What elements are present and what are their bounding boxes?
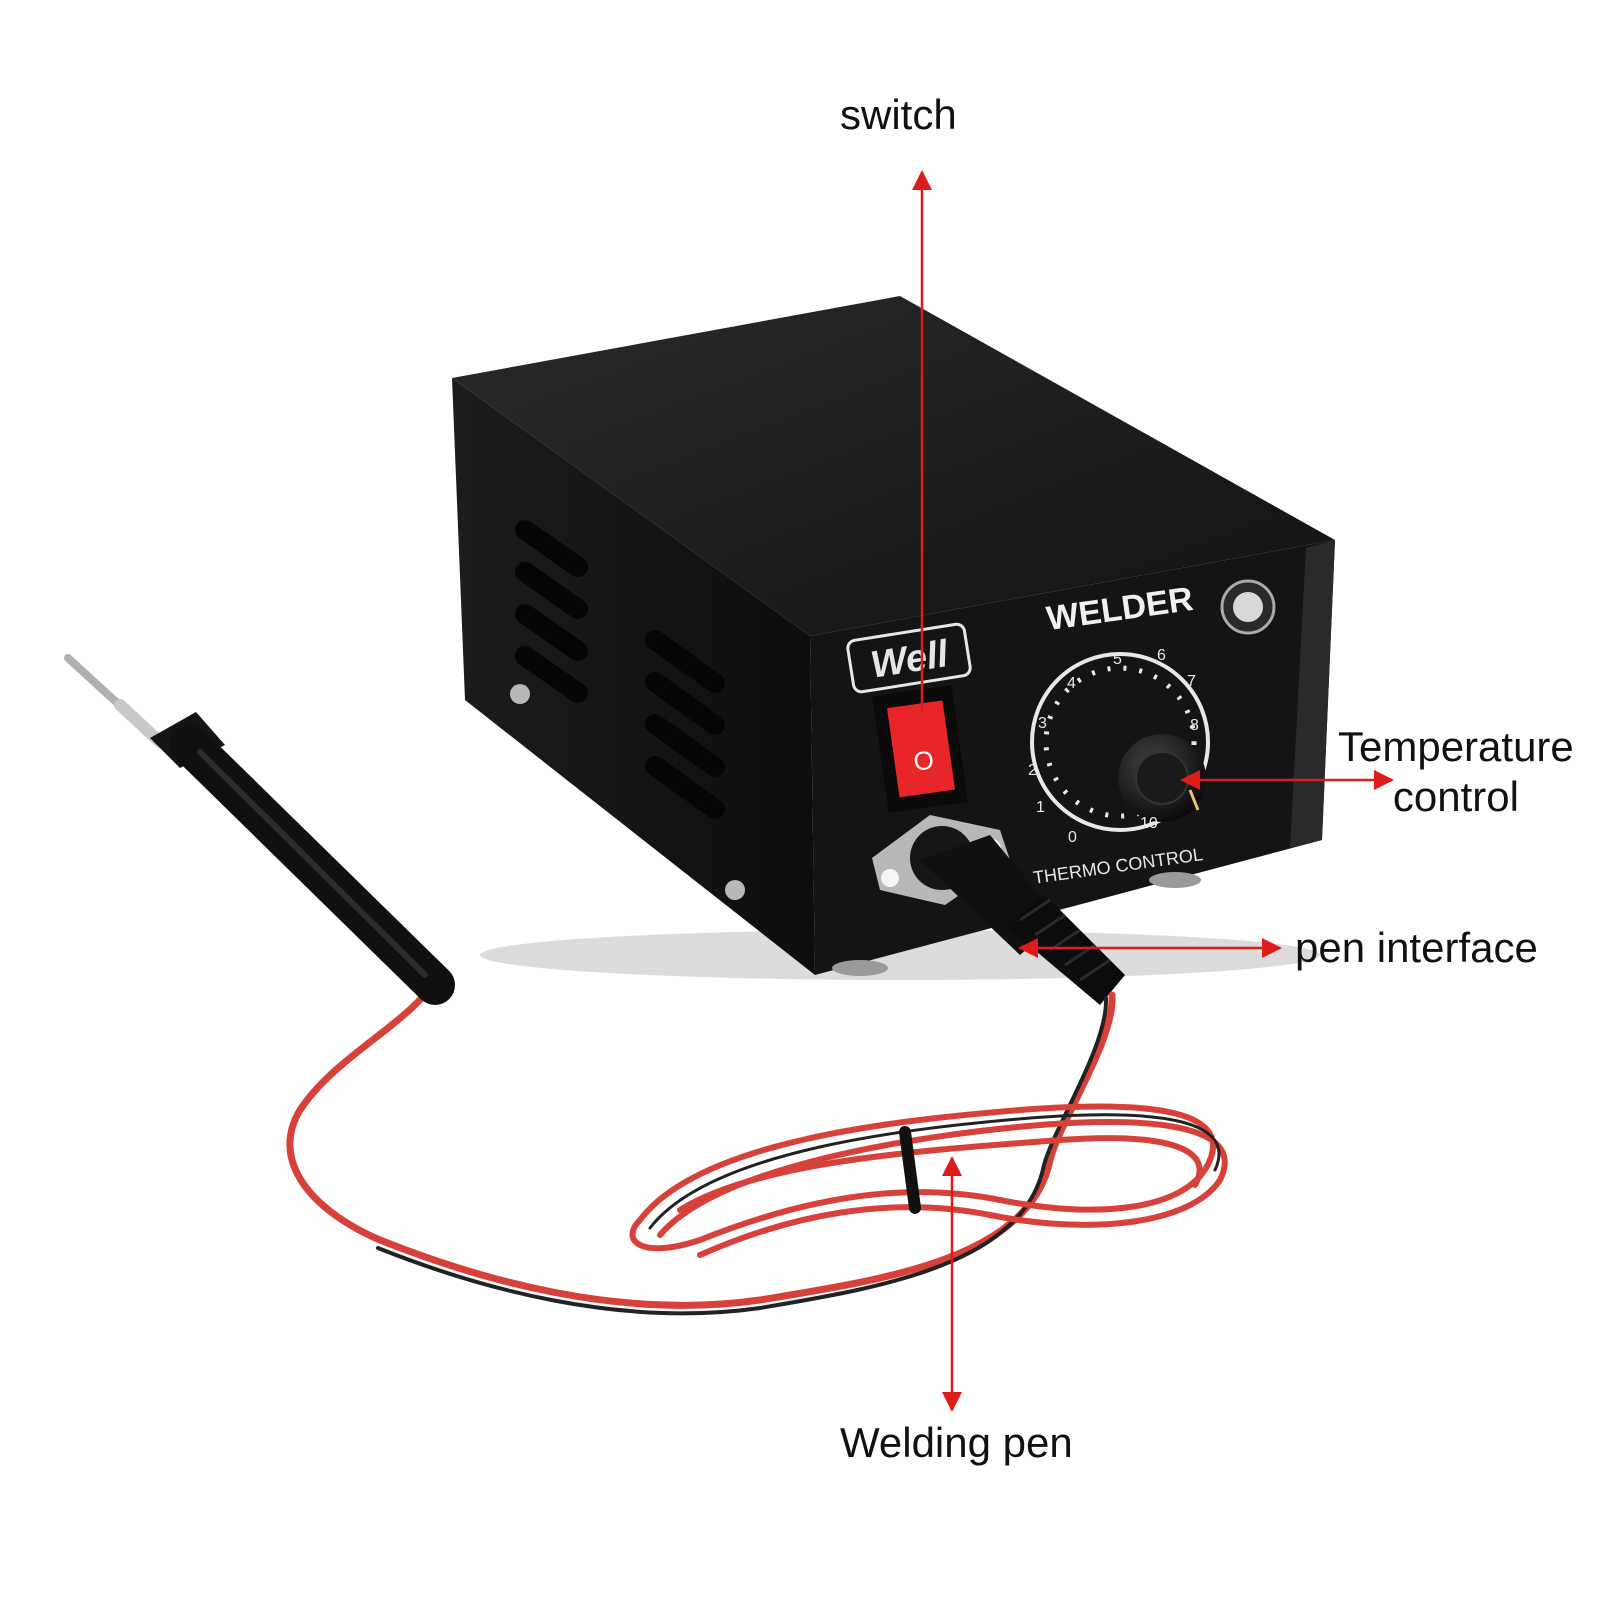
callout-pen-interface: pen interface <box>1295 924 1538 971</box>
power-switch[interactable]: O <box>872 685 968 813</box>
side-screw <box>510 684 530 704</box>
dial-mark: 0 <box>1068 829 1077 846</box>
side-vents <box>515 520 725 819</box>
dial-mark: 4 <box>1067 675 1076 692</box>
device-foot <box>1149 872 1201 888</box>
callout-switch: switch <box>840 91 957 138</box>
callout-temperature-line-1: Temperature <box>1338 723 1574 770</box>
dial-mark: 1 <box>1036 799 1045 816</box>
callout-lines <box>912 170 1394 1412</box>
dial-scale: 0 1 2 3 4 5 6 7 8 10 <box>1028 647 1199 846</box>
welding-pen <box>64 654 455 1005</box>
casing-top <box>452 296 1335 636</box>
dial-mark: 7 <box>1187 673 1196 690</box>
indicator-light <box>1220 579 1276 635</box>
side-screw <box>725 880 745 900</box>
temperature-dial[interactable] <box>1030 652 1210 832</box>
callout-temperature-control: Temperature control <box>1338 722 1574 822</box>
switch-symbol: O <box>912 744 936 777</box>
callout-temperature-line-2: control <box>1392 773 1519 820</box>
dial-mark: 5 <box>1113 651 1122 668</box>
dial-mark: 8 <box>1190 717 1199 734</box>
dial-mark: 10 <box>1140 815 1158 832</box>
device-foot <box>832 960 888 976</box>
callout-welding-pen: Welding pen <box>840 1419 1073 1466</box>
dial-mark: 3 <box>1038 715 1047 732</box>
pen-cable <box>286 966 1228 1316</box>
casing-side <box>452 378 815 975</box>
dial-mark: 2 <box>1028 762 1037 779</box>
dial-mark: 6 <box>1157 647 1166 664</box>
